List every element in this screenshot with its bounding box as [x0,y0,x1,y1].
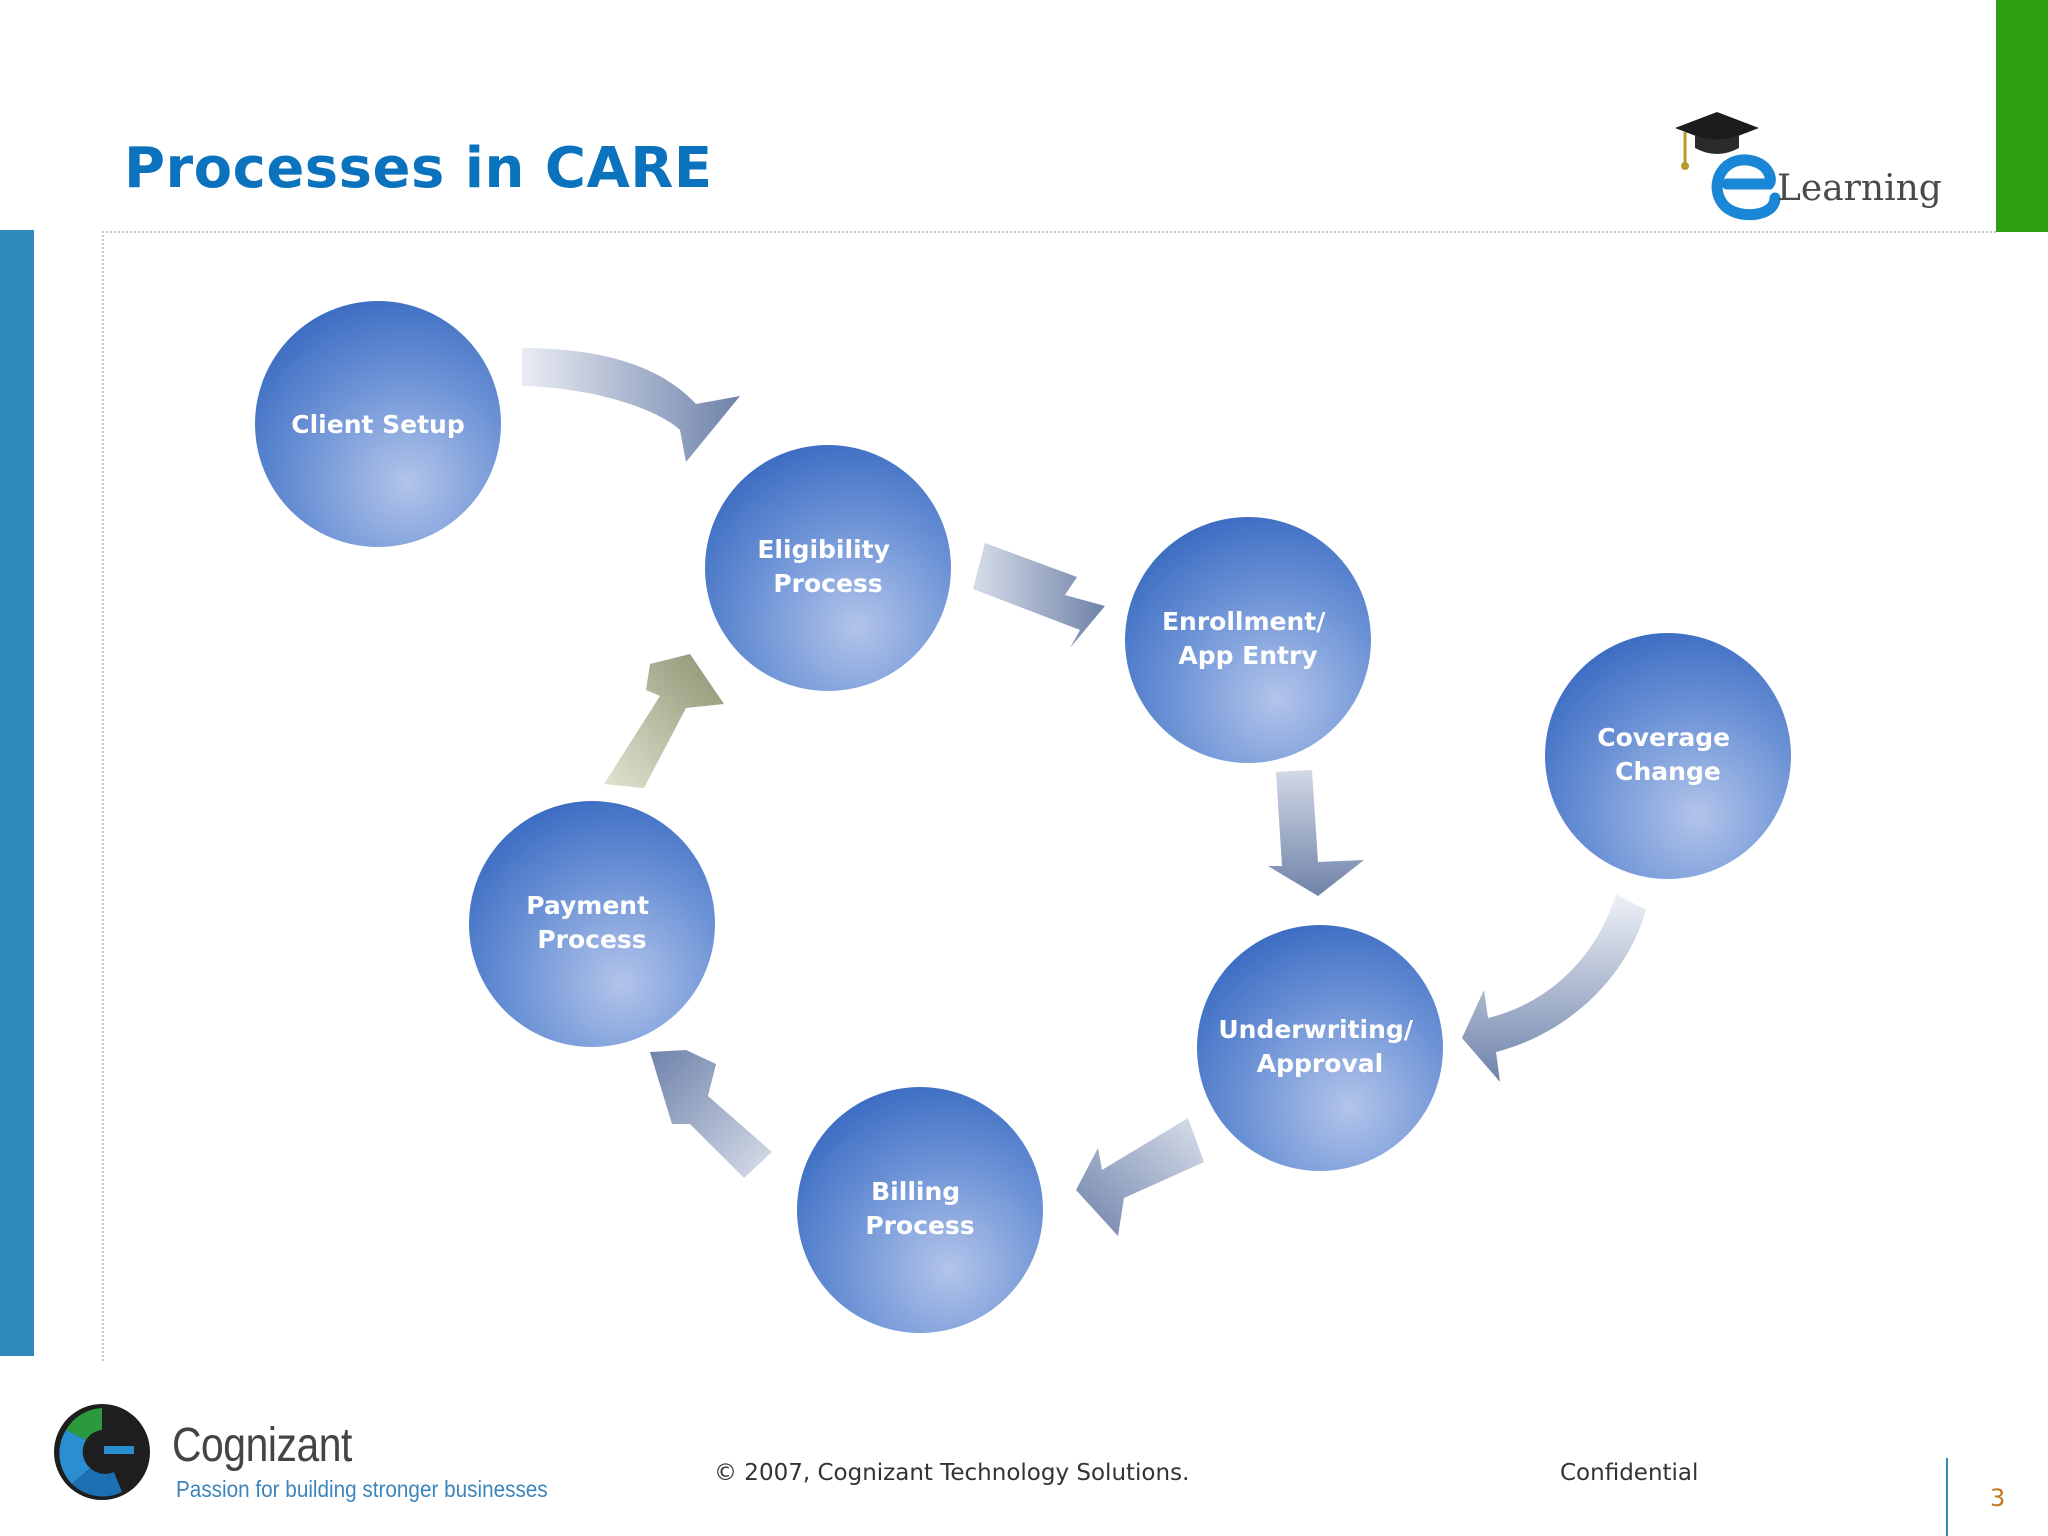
node-coverage-change-label: Coverage Change [1597,723,1739,786]
node-eligibility-process: Eligibility Process [705,445,951,691]
arrow-client-setup-to-eligibility [522,348,740,462]
graduation-cap-icon [1675,112,1781,221]
page-number-divider [1946,1458,1948,1536]
arrow-billing-to-payment [650,1050,772,1178]
header-divider [102,231,1996,233]
footer-tagline: Passion for building stronger businesses [176,1476,548,1502]
content-left-divider [102,231,104,1361]
arrow-payment-to-eligibility [604,654,724,788]
arrow-underwriting-to-billing [1076,1118,1204,1236]
node-client-setup: Client Setup [255,301,501,547]
node-eligibility-process-label: Eligibility Process [757,535,898,598]
arrow-eligibility-to-enrollment [973,543,1105,648]
footer-brand-name: Cognizant [172,1419,352,1472]
arrow-coverage-to-underwriting [1462,894,1646,1082]
page-number: 3 [1990,1484,2006,1512]
left-accent-bar [0,230,34,1356]
elearning-wordmark: Learning [1777,168,1942,209]
node-billing-process-label: Billing Process [865,1177,974,1240]
slide-title: Processes in CARE [124,136,713,201]
node-coverage-change: Coverage Change [1545,633,1791,879]
footer-confidential: Confidential [1560,1460,1699,1486]
node-payment-process-label: Payment Process [526,891,658,954]
footer-copyright: © 2007, Cognizant Technology Solutions. [714,1460,1190,1486]
node-enrollment-app-entry-label: Enrollment/ App Entry [1162,607,1334,670]
arrow-enrollment-to-underwriting [1268,770,1364,896]
cognizant-logo-icon [54,1404,150,1500]
elearning-logo: Learning [1665,108,1955,228]
node-underwriting-approval: Underwriting/ Approval [1197,925,1443,1171]
node-underwriting-approval-label: Underwriting/ Approval [1218,1015,1421,1078]
right-accent-bar [1996,0,2048,232]
node-billing-process: Billing Process [797,1087,1043,1333]
node-client-setup-label: Client Setup [291,410,465,439]
node-enrollment-app-entry: Enrollment/ App Entry [1125,517,1371,763]
node-payment-process: Payment Process [469,801,715,1047]
